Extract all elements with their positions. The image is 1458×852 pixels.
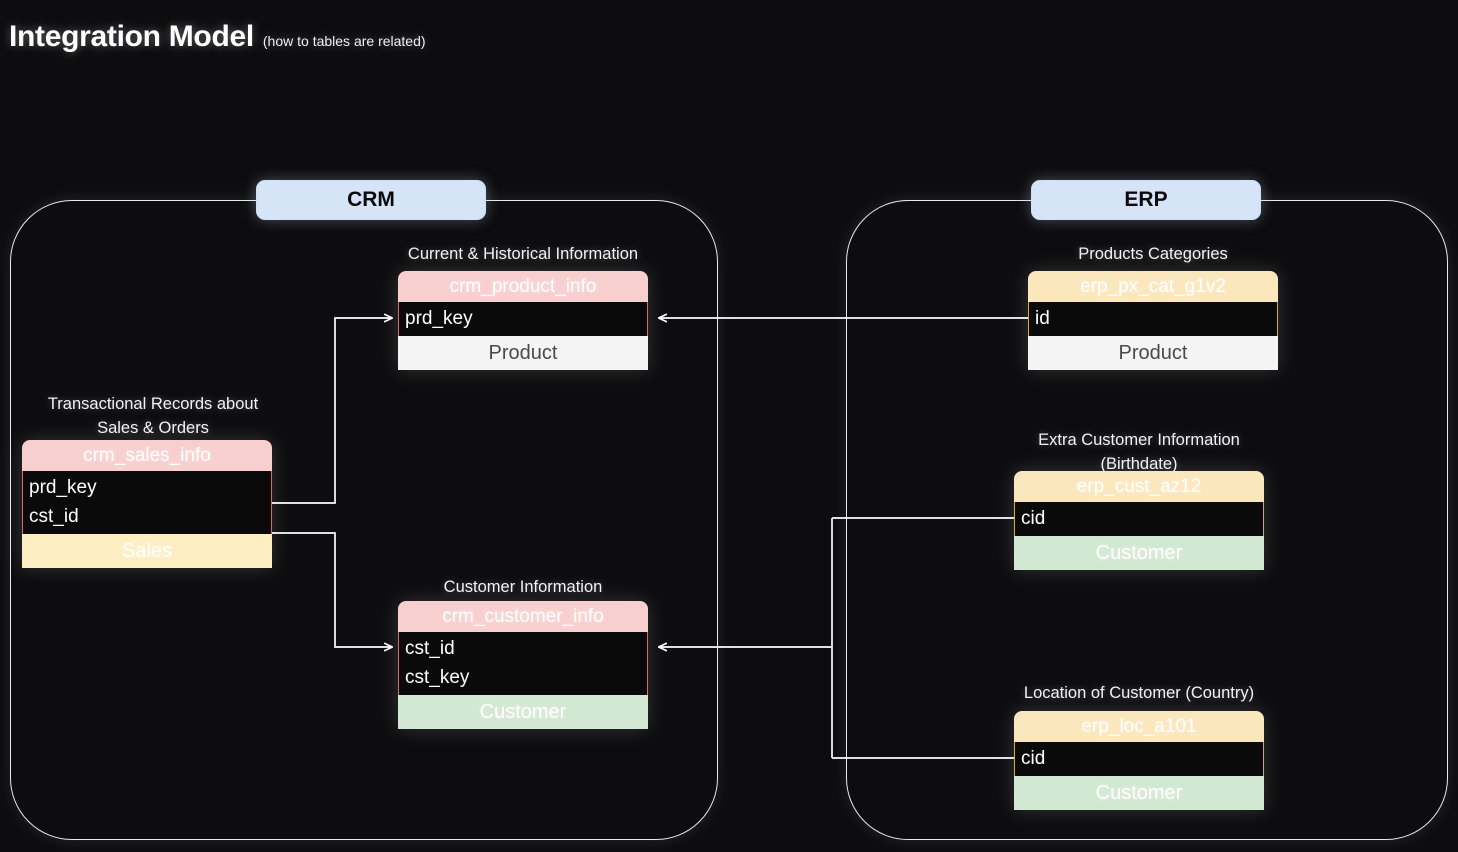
table-header-erp-loc-a101: erp_loc_a101 xyxy=(1014,711,1264,742)
field-id: id xyxy=(1035,308,1050,329)
group-badge-crm[interactable]: CRM xyxy=(256,180,486,220)
caption-crm-product-info: Current & Historical Information xyxy=(407,245,639,263)
table-fields-erp-cust-az12: cid xyxy=(1014,502,1264,536)
field-prd-key: prd_key xyxy=(29,477,97,498)
table-header-crm-product-info: crm_product_info xyxy=(398,271,648,302)
table-header-crm-customer-info: crm_customer_info xyxy=(398,601,648,632)
table-header-erp-cust-az12: erp_cust_az12 xyxy=(1014,471,1264,502)
table-erp-cust-az12[interactable]: erp_cust_az12 cid Customer xyxy=(1014,471,1264,570)
table-footer-erp-loc-a101: Customer xyxy=(1014,776,1264,810)
table-fields-erp-loc-a101: cid xyxy=(1014,742,1264,776)
group-badge-erp[interactable]: ERP xyxy=(1031,180,1261,220)
table-crm-customer-info[interactable]: crm_customer_info cst_id cst_key Custome… xyxy=(398,601,648,729)
table-fields-erp-px-cat-g1v2: id xyxy=(1028,302,1278,336)
table-footer-crm-customer-info: Customer xyxy=(398,695,648,729)
table-erp-loc-a101[interactable]: erp_loc_a101 cid Customer xyxy=(1014,711,1264,810)
title-main: Integration Model xyxy=(9,20,254,53)
table-fields-crm-product-info: prd_key xyxy=(398,302,648,336)
table-header-erp-px-cat-g1v2: erp_px_cat_g1v2 xyxy=(1028,271,1278,302)
table-header-crm-sales-info: crm_sales_info xyxy=(22,440,272,471)
field-prd-key: prd_key xyxy=(405,308,473,329)
caption-erp-px-cat-g1v2: Products Categories xyxy=(1078,245,1228,263)
table-crm-sales-info[interactable]: crm_sales_info prd_key cst_id Sales xyxy=(22,440,272,568)
field-cst-key: cst_key xyxy=(405,667,470,688)
table-footer-erp-cust-az12: Customer xyxy=(1014,536,1264,570)
field-cid: cid xyxy=(1021,508,1046,529)
field-cst-id: cst_id xyxy=(29,506,79,527)
table-crm-product-info[interactable]: crm_product_info prd_key Product xyxy=(398,271,648,370)
table-fields-crm-sales-info: prd_key cst_id xyxy=(22,471,272,534)
table-footer-crm-sales-info: Sales xyxy=(22,534,272,568)
caption-crm-customer-info: Customer Information xyxy=(443,578,603,596)
field-cst-id: cst_id xyxy=(405,638,455,659)
table-erp-px-cat-g1v2[interactable]: erp_px_cat_g1v2 id Product xyxy=(1028,271,1278,370)
table-footer-erp-px-cat-g1v2: Product xyxy=(1028,336,1278,370)
caption-crm-sales-info: Transactional Records about Sales & Orde… xyxy=(47,395,259,437)
table-fields-crm-customer-info: cst_id cst_key xyxy=(398,632,648,695)
caption-erp-loc-a101: Location of Customer (Country) xyxy=(1023,684,1255,702)
field-cid: cid xyxy=(1021,748,1046,769)
page-title: Integration Model (how to tables are rel… xyxy=(9,20,426,54)
table-footer-crm-product-info: Product xyxy=(398,336,648,370)
caption-erp-cust-az12: Extra Customer Information (Birthdate) xyxy=(1038,431,1240,473)
title-subtitle: (how to tables are related) xyxy=(262,33,426,49)
